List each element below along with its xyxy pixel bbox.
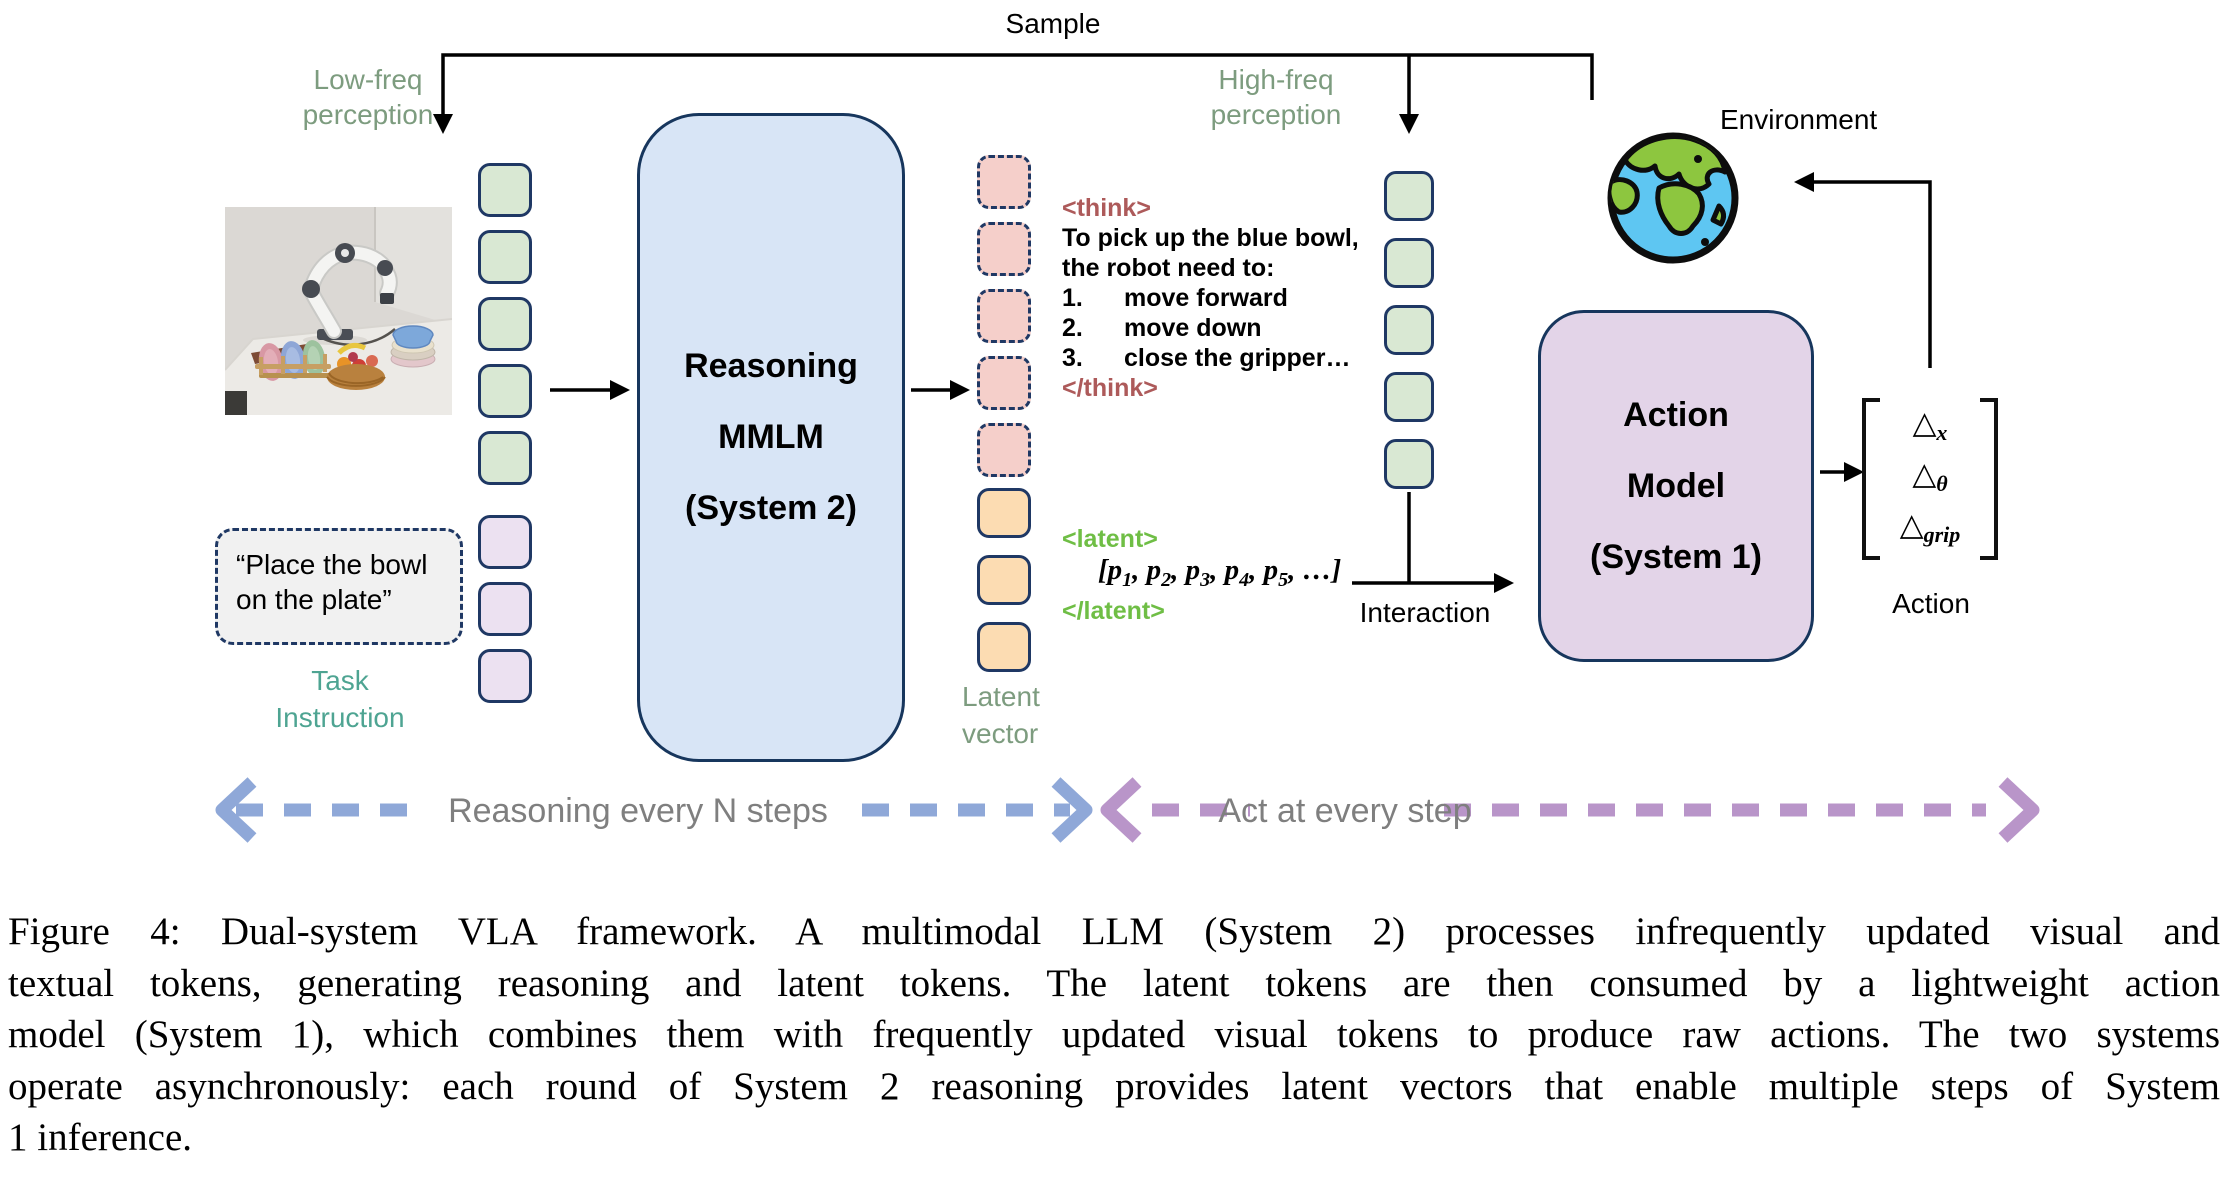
token	[1384, 439, 1434, 489]
left-bracket	[1862, 398, 1880, 560]
sample-loop-line	[441, 53, 1594, 120]
low-freq-token-column	[478, 163, 532, 485]
token	[1384, 372, 1434, 422]
instruction-token-column	[478, 515, 532, 703]
action-vector-row: △grip	[1899, 507, 1961, 548]
caption-line: model (System 1), which combines them wi…	[8, 1013, 2220, 1056]
action-vector-row: △θ	[1912, 455, 1948, 497]
token	[1384, 171, 1434, 221]
arrowheads	[433, 114, 1864, 593]
token	[1384, 238, 1434, 288]
think-text-block: <think> To pick up the blue bowl, the ro…	[1062, 193, 1392, 403]
system2-reasoning-mmlm-box: Reasoning MMLM (System 2)	[637, 113, 905, 762]
reasoning-frequency-arrow	[215, 777, 1093, 843]
task-instruction-label: Task Instruction	[275, 665, 405, 733]
reasoning-token-column	[977, 155, 1031, 477]
token	[977, 155, 1031, 209]
task-instruction-box: “Place the bowl on the plate”	[215, 528, 463, 645]
interaction-label: Interaction	[1359, 597, 1491, 628]
high-freq-perception-label: High-freq perception	[1210, 64, 1342, 130]
latent-close-tag: </latent>	[1062, 596, 1165, 625]
right-bracket	[1980, 398, 1998, 560]
think-step: 1.move forward	[1062, 284, 1288, 312]
action-to-environment-line	[1812, 180, 1932, 368]
act-frequency-arrow	[1100, 777, 2040, 843]
token	[977, 356, 1031, 410]
token	[478, 431, 532, 485]
latent-text-block: <latent> [p1, p2, p3, p4, p5, …] </laten…	[1062, 525, 1362, 626]
think-close-tag: </think>	[1062, 374, 1158, 402]
latent-token-column	[977, 488, 1031, 672]
system1-action-model-box: Action Model (System 1)	[1538, 310, 1814, 662]
token	[478, 230, 532, 284]
think-step: 2.move down	[1062, 314, 1262, 342]
robot-scene-photo	[225, 207, 452, 415]
act-frequency-label: Act at every step	[1218, 792, 1472, 830]
action-label: Action	[1892, 588, 1970, 619]
token	[478, 364, 532, 418]
latent-vector-label: Latent vector	[962, 681, 1040, 749]
token	[478, 163, 532, 217]
token	[478, 582, 532, 636]
caption-line: Figure 4: Dual-system VLA framework. A m…	[8, 910, 2220, 953]
token	[1384, 305, 1434, 355]
token	[977, 488, 1031, 538]
reasoning-frequency-label: Reasoning every N steps	[448, 792, 828, 830]
sample-label: Sample	[1005, 8, 1101, 39]
figure-caption: Figure 4: Dual-system VLA framework. A m…	[8, 906, 2220, 1164]
think-line: the robot need to:	[1062, 254, 1275, 282]
token	[478, 297, 532, 351]
token	[977, 622, 1031, 672]
token	[478, 649, 532, 703]
environment-label: Environment	[1720, 104, 1878, 135]
think-open-tag: <think>	[1062, 194, 1151, 222]
environment-globe-icon	[1607, 132, 1739, 264]
caption-line: operate asynchronously: each round of Sy…	[8, 1064, 2220, 1108]
high-freq-token-column	[1384, 171, 1434, 489]
action-vector-matrix: △x △θ △grip	[1862, 398, 1998, 560]
token	[478, 515, 532, 569]
latent-vector-text: [p1, p2, p3, p4, p5, …]	[1098, 554, 1342, 591]
token	[977, 423, 1031, 477]
think-line: To pick up the blue bowl,	[1062, 224, 1359, 252]
action-vector-row: △x	[1912, 404, 1948, 445]
token	[977, 555, 1031, 605]
caption-line: 1 inference.	[8, 1116, 193, 1159]
action-vector-rows: △x △θ △grip	[1876, 402, 1984, 556]
token	[977, 289, 1031, 343]
low-freq-perception-label: Low-freq perception	[302, 64, 434, 130]
latent-open-tag: <latent>	[1062, 525, 1158, 553]
think-step: 3.close the gripper…	[1062, 344, 1351, 372]
token	[977, 222, 1031, 276]
caption-line: textual tokens, generating reasoning and…	[8, 961, 2220, 1005]
